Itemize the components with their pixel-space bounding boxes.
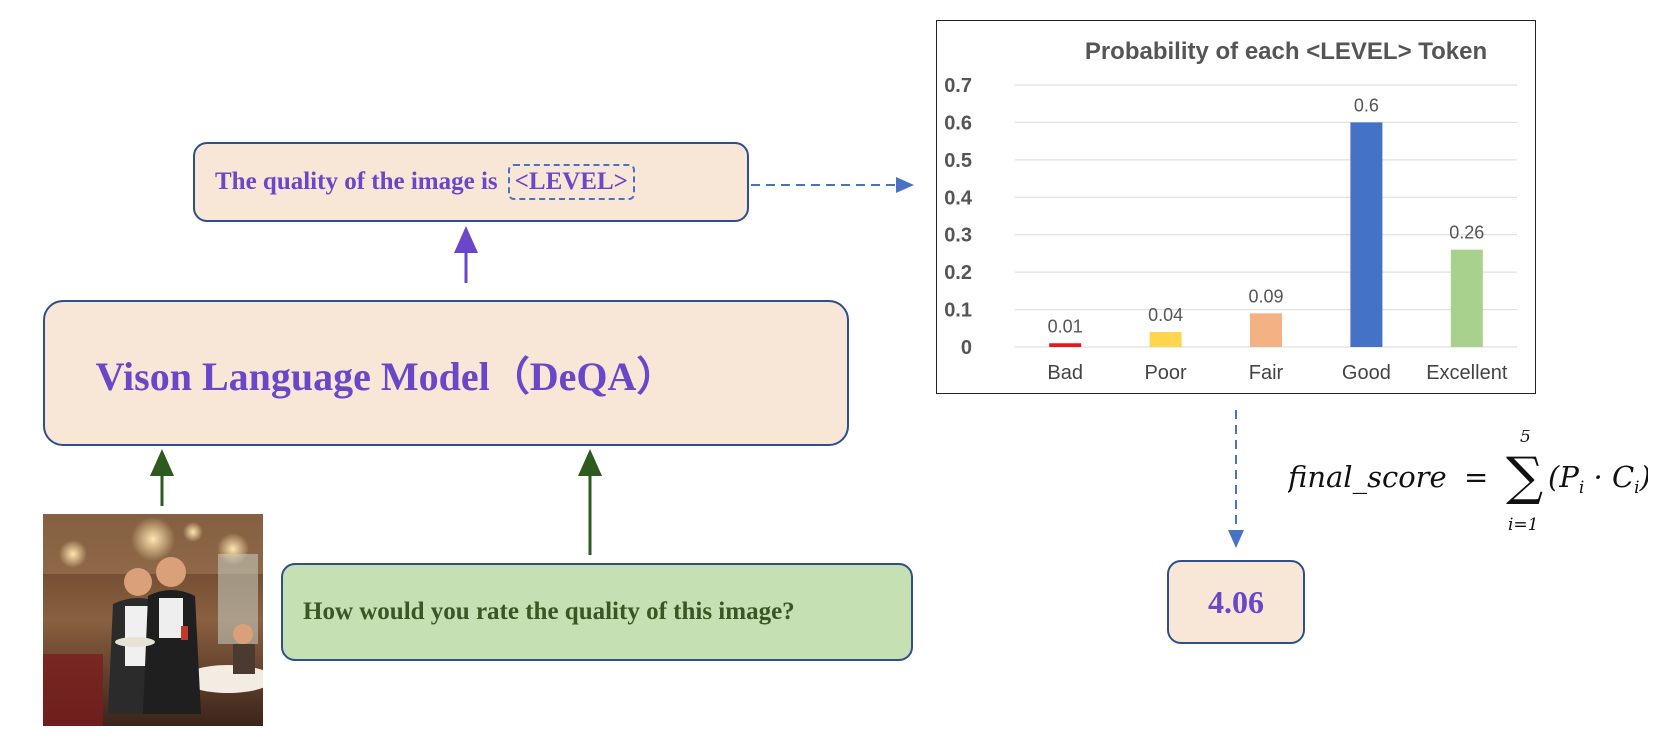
- bar-value-label: 0.09: [1248, 286, 1283, 306]
- formula-sigma: ∑: [1506, 447, 1543, 507]
- x-tick-label: Fair: [1249, 362, 1284, 384]
- y-tick-label: 0.2: [944, 262, 972, 284]
- bar: [1250, 313, 1282, 347]
- formula-sum-lower: i=1: [1508, 515, 1539, 535]
- output-prefix: The quality of the image is: [215, 168, 498, 195]
- level-token: <LEVEL>: [507, 164, 635, 200]
- bar: [1149, 332, 1182, 347]
- bar-value-label: 0.6: [1354, 95, 1379, 115]
- y-tick-label: 0.6: [944, 112, 972, 134]
- final-score-formula: final_score = ∑ 5 i=1 (Pi · Ci): [1286, 427, 1651, 548]
- bar-value-label: 0.04: [1148, 305, 1183, 325]
- y-tick-label: 0: [961, 337, 972, 359]
- formula-term: (Pi · Ci): [1548, 460, 1648, 498]
- model-label: Vison Language Model（DeQA）: [95, 354, 677, 399]
- score-box: 4.06: [1167, 560, 1305, 644]
- formula-svg: final_score = ∑ 5 i=1 (Pi · Ci): [1286, 427, 1651, 535]
- bar-value-label: 0.26: [1449, 223, 1484, 243]
- score-value: 4.06: [1208, 583, 1264, 620]
- y-tick-label: 0.1: [944, 300, 972, 322]
- probability-chart: Probability of each <LEVEL> Token 0 0.1 0.2…: [936, 20, 1536, 394]
- chart-svg: Probability of each <LEVEL> Token 0 0.1 0.2…: [944, 38, 1517, 384]
- output-box: The quality of the image is <LEVEL>: [193, 142, 749, 222]
- x-tick-label: Poor: [1144, 362, 1187, 384]
- input-photo: [43, 514, 263, 726]
- bar: [1350, 122, 1383, 347]
- chart-title: Probability of each <LEVEL> Token: [1085, 38, 1487, 65]
- model-box: Vison Language Model（DeQA）: [43, 300, 849, 446]
- x-tick-label: Good: [1342, 362, 1391, 384]
- bar: [1049, 343, 1082, 347]
- formula-sum-upper: 5: [1520, 430, 1531, 447]
- x-tick-label: Excellent: [1426, 362, 1508, 384]
- question-box: How would you rate the quality of this i…: [281, 563, 913, 661]
- formula-lhs: final_score: [1288, 460, 1447, 495]
- y-tick-label: 0.4: [944, 187, 973, 209]
- y-tick-label: 0.5: [944, 150, 972, 172]
- bar-value-label: 0.01: [1048, 316, 1083, 336]
- y-tick-label: 0.3: [944, 225, 972, 247]
- y-tick-label: 0.7: [944, 75, 972, 97]
- bar: [1450, 249, 1483, 347]
- x-tick-label: Bad: [1047, 362, 1083, 384]
- formula-equals: =: [1464, 460, 1488, 494]
- restaurant-photo-icon: [43, 514, 263, 726]
- question-label: How would you rate the quality of this i…: [303, 598, 795, 625]
